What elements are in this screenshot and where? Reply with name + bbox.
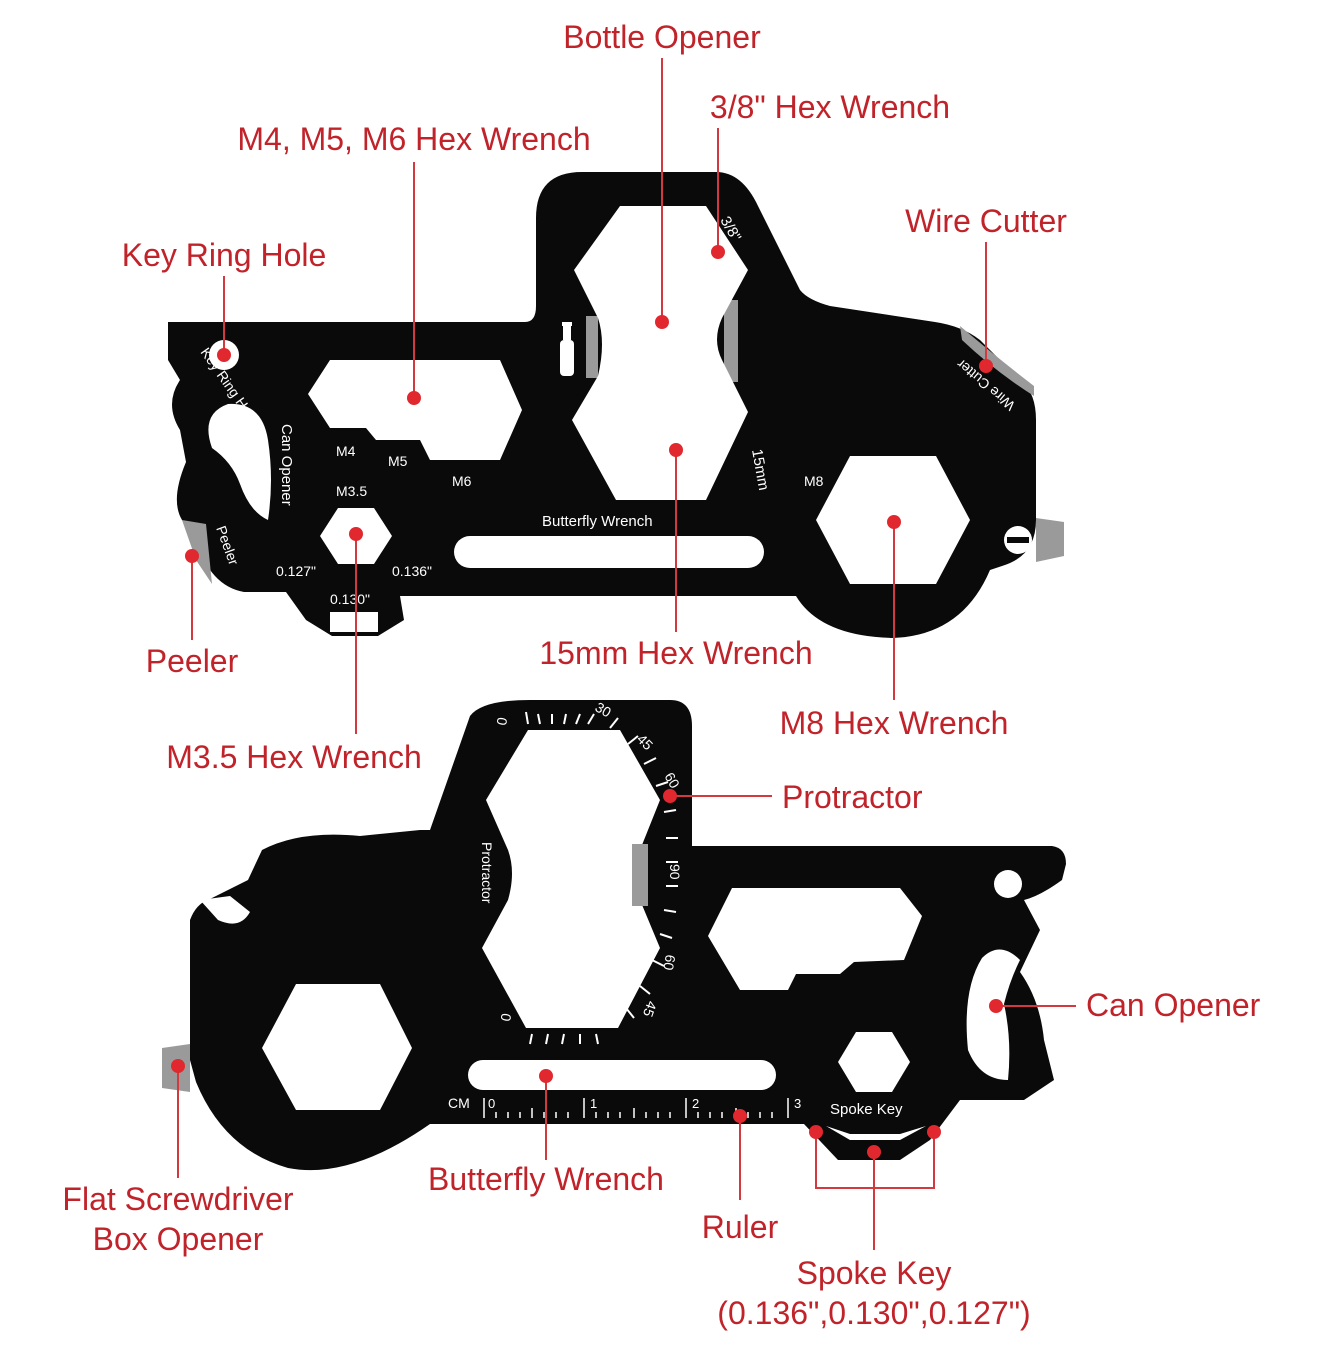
bottle-opener-cutout (572, 206, 748, 500)
engraving-0127: 0.127" (276, 563, 316, 579)
engraving-protractor: Protractor (479, 842, 495, 904)
engraving-angle-0-bottom: 0 (497, 1012, 514, 1023)
screwdriver-edge-top (1036, 518, 1064, 562)
engraving-m4: M4 (336, 443, 356, 459)
protractor-ticks (525, 711, 678, 1045)
engraving-cm: CM (448, 1095, 470, 1111)
m4-m5-m6-back-cutout (708, 888, 922, 990)
label-bottle-opener: Bottle Opener (563, 19, 761, 55)
butterfly-slot (454, 536, 764, 568)
engraving-ruler-3: 3 (794, 1096, 801, 1111)
engraving-m35: M3.5 (336, 483, 367, 499)
engraving-can-opener: Can Opener (278, 424, 295, 506)
label-peeler: Peeler (146, 643, 239, 679)
label-15mm-hex-wrench: 15mm Hex Wrench (539, 635, 812, 671)
protractor-edge (632, 844, 648, 906)
engraving-angle-90: 90 (667, 864, 683, 880)
label-butterfly-wrench: Butterfly Wrench (428, 1161, 664, 1197)
can-opener-notch (208, 403, 271, 520)
bottom-tool-card: Protractor 0 30 45 60 90 60 45 0 Spoke K… (162, 699, 1066, 1171)
engraving-angle-45-bottom: 45 (640, 999, 660, 1019)
engraving-m5: M5 (388, 453, 408, 469)
engraving-m6: M6 (452, 473, 472, 489)
wire-cutter-edge (960, 326, 1034, 396)
bottle-edge-left (586, 316, 598, 378)
bumper-notch (200, 896, 250, 924)
spoke-hex-back (838, 1032, 910, 1092)
big-hex-back (262, 984, 412, 1110)
m4-m5-m6-cutout (308, 360, 522, 460)
label-key-ring-hole: Key Ring Hole (122, 237, 327, 273)
callout-dots (171, 245, 1003, 1159)
bottle-edge-right (724, 300, 738, 382)
label-can-opener: Can Opener (1086, 987, 1261, 1023)
label-3-8-hex-wrench: 3/8" Hex Wrench (710, 89, 950, 125)
can-opener-back-notch (966, 949, 1020, 1080)
spoke-key-notches-bottom (826, 1126, 926, 1140)
engraving-ruler-0: 0 (488, 1096, 495, 1111)
label-m35-hex-wrench: M3.5 Hex Wrench (166, 739, 422, 775)
protractor-cutout (482, 730, 660, 1028)
engraving-angle-60-bottom: 60 (660, 953, 678, 971)
engraving-spoke-key: Spoke Key (830, 1101, 903, 1118)
engraving-angle-0-top: 0 (493, 716, 510, 727)
label-m8-hex-wrench: M8 Hex Wrench (780, 705, 1009, 741)
engraving-butterfly: Butterfly Wrench (542, 513, 653, 530)
engraving-0136: 0.136" (392, 563, 432, 579)
bottle-icon (560, 322, 574, 376)
spoke-key-notches-top (330, 612, 378, 632)
engraving-0130: 0.130" (330, 591, 370, 607)
label-flat-screwdriver: Flat Screwdriver (62, 1181, 294, 1217)
engraving-ruler-1: 1 (590, 1096, 597, 1111)
label-box-opener: Box Opener (93, 1221, 264, 1257)
ruler-ticks (483, 1098, 789, 1118)
leader-lines (177, 58, 1076, 1250)
engraving-m8: M8 (804, 473, 824, 489)
label-protractor: Protractor (782, 779, 923, 815)
label-spoke-key-sizes: (0.136",0.130",0.127") (717, 1295, 1030, 1331)
label-wire-cutter: Wire Cutter (905, 203, 1067, 239)
label-ruler: Ruler (702, 1209, 779, 1245)
label-m4-m5-m6-hex-wrench: M4, M5, M6 Hex Wrench (237, 121, 590, 157)
key-ring-hole-back (994, 870, 1022, 898)
top-tool-card: Key Ring Hole Can Opener Peeler M4 M5 M6… (168, 172, 1064, 638)
butterfly-slot-back (468, 1060, 776, 1090)
engraving-ruler-2: 2 (692, 1096, 699, 1111)
engraving-angle-60-top: 60 (661, 770, 683, 792)
engraving-angle-30: 30 (593, 699, 615, 721)
label-spoke-key: Spoke Key (797, 1255, 952, 1291)
engraving-15mm: 15mm (748, 448, 772, 492)
